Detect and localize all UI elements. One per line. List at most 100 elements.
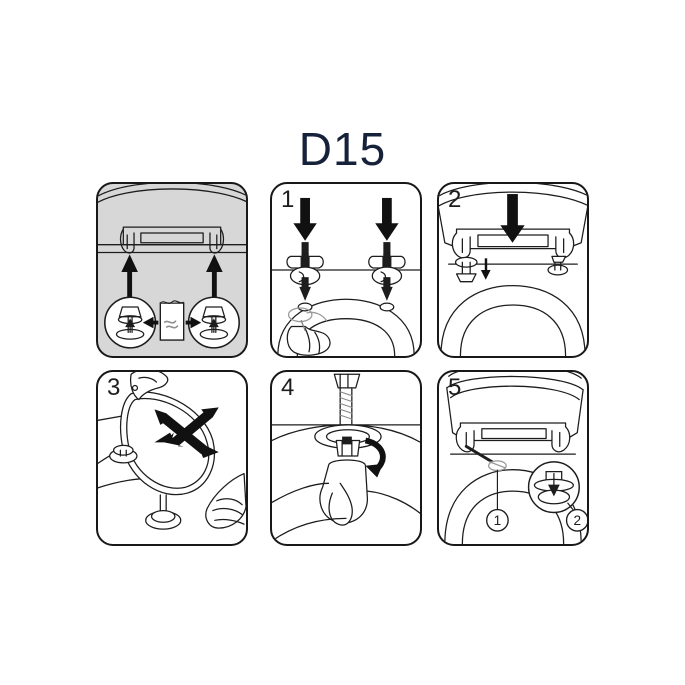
hand-edge2 (366, 490, 420, 515)
oring-left (297, 302, 313, 312)
panel-1: 1 (270, 182, 422, 358)
seat-right-wall (570, 207, 587, 248)
small-down-arrow (480, 258, 491, 280)
hand-upper-knuckle (131, 384, 139, 391)
seat-rim-inner (439, 191, 587, 207)
hand-pressing (286, 307, 331, 356)
callout-badge-1: 1 (486, 508, 509, 532)
bolt-foot-left-top (112, 444, 134, 456)
detail-circle-left (104, 296, 157, 349)
bolt-foot-bottom-inner (150, 509, 176, 523)
thumb (328, 482, 353, 526)
panel-parts (96, 182, 248, 358)
pan-rim-inner2 (98, 188, 246, 204)
hinge-plate-inset (477, 234, 549, 248)
hand-lower-finger2 (212, 507, 243, 516)
callout-badge-1-label: 1 (494, 513, 502, 528)
hinge-plate-inset (481, 428, 547, 440)
callout-badge-2: 2 (565, 508, 587, 532)
panel-1-illustration (272, 197, 420, 356)
panel-2-number: 2 (448, 186, 462, 213)
panel-1-number: 1 (281, 186, 295, 213)
bolt-head-right (547, 264, 569, 276)
hinge-bar-plate (122, 226, 222, 246)
panel-4-number: 4 (281, 374, 295, 401)
hand-edge (272, 482, 330, 504)
left-clip (451, 232, 471, 259)
cover-cap (464, 444, 497, 466)
panel-5-illustration: 1 2 (444, 372, 587, 544)
panel-2-illustration (439, 184, 587, 356)
pan-bowl (440, 284, 586, 356)
pan-bowl-inner (461, 490, 565, 544)
bolt-stem-left (461, 261, 471, 275)
callout-badge-2-label: 2 (573, 513, 581, 528)
clip-wing-right-a (368, 255, 384, 269)
spread-arrow-right (185, 316, 202, 329)
panel-parts-illustration (98, 184, 246, 349)
seat-rim-outer (448, 372, 582, 379)
bolt-foot-left-stem (119, 449, 127, 457)
clip-wing-left-b (308, 255, 324, 269)
hinge-bar-inset (140, 232, 204, 244)
hand-lower (205, 472, 246, 529)
seat-rim-inner (450, 385, 580, 401)
hand-lower-finger1 (216, 498, 243, 506)
parts-bag (159, 300, 185, 341)
hinge-plate (459, 422, 567, 442)
down-arrow-right (375, 197, 399, 241)
crossed-adjust-arrows (154, 407, 219, 458)
washer-slot-left (298, 271, 305, 283)
seat-lid-inner (126, 397, 210, 489)
pan-bowl-inner (459, 304, 567, 356)
panel-2: 2 (437, 182, 589, 358)
bolt-foot-left (455, 273, 477, 283)
hand-lower-outline (272, 517, 347, 542)
panel-5-number: 5 (448, 374, 462, 401)
panel-5: 1 2 5 (437, 370, 589, 546)
page-title: D15 (298, 123, 387, 175)
seat-rim-mid (446, 375, 584, 391)
bolt-head-left (118, 306, 142, 318)
detail-circle (527, 461, 580, 514)
seat-rim-mid (439, 184, 587, 197)
pan-rim-outer (98, 184, 246, 190)
hand-lower-finger3 (214, 518, 245, 525)
right-hinge-clip (209, 228, 225, 254)
rotation-arrow (364, 437, 386, 478)
oring-right (379, 302, 395, 312)
bolt-cap-right (551, 255, 567, 263)
bolt-head-right (202, 306, 226, 318)
bolt-head-top (333, 373, 361, 389)
bolt-threads (339, 391, 353, 420)
bolt-assembly-left (286, 242, 324, 312)
seat-right-wall (566, 389, 584, 440)
bolt-tip-right (381, 286, 393, 301)
bolt-tip-left (299, 286, 311, 301)
panel-3-illustration (98, 372, 246, 530)
hand-upper-finger (138, 376, 158, 383)
washer-slot-right (380, 271, 387, 283)
panel-4: 4 (270, 370, 422, 546)
left-hinge-clip (119, 228, 135, 254)
panel-3-number: 3 (107, 374, 121, 401)
clip-wing-left-a (286, 255, 302, 269)
seat-left-wall (439, 207, 456, 248)
cover-cap-mark (488, 461, 506, 469)
left-clip (455, 426, 475, 453)
seat-lid (120, 391, 215, 496)
spread-arrow-left (142, 316, 159, 329)
bolt-head-left (454, 256, 478, 268)
down-arrow-center (500, 194, 525, 243)
clip-wing-right-b (390, 255, 406, 269)
down-arrow-left (293, 197, 317, 241)
panel-3: 3 (96, 370, 248, 546)
right-clip (551, 426, 571, 453)
right-clip (555, 232, 575, 259)
panel-4-illustration (272, 373, 420, 542)
bolt-assembly-right (368, 242, 406, 312)
up-arrow-right (206, 254, 223, 302)
bolt-head-top-line (339, 373, 349, 389)
pan-bowl-front (277, 298, 415, 356)
